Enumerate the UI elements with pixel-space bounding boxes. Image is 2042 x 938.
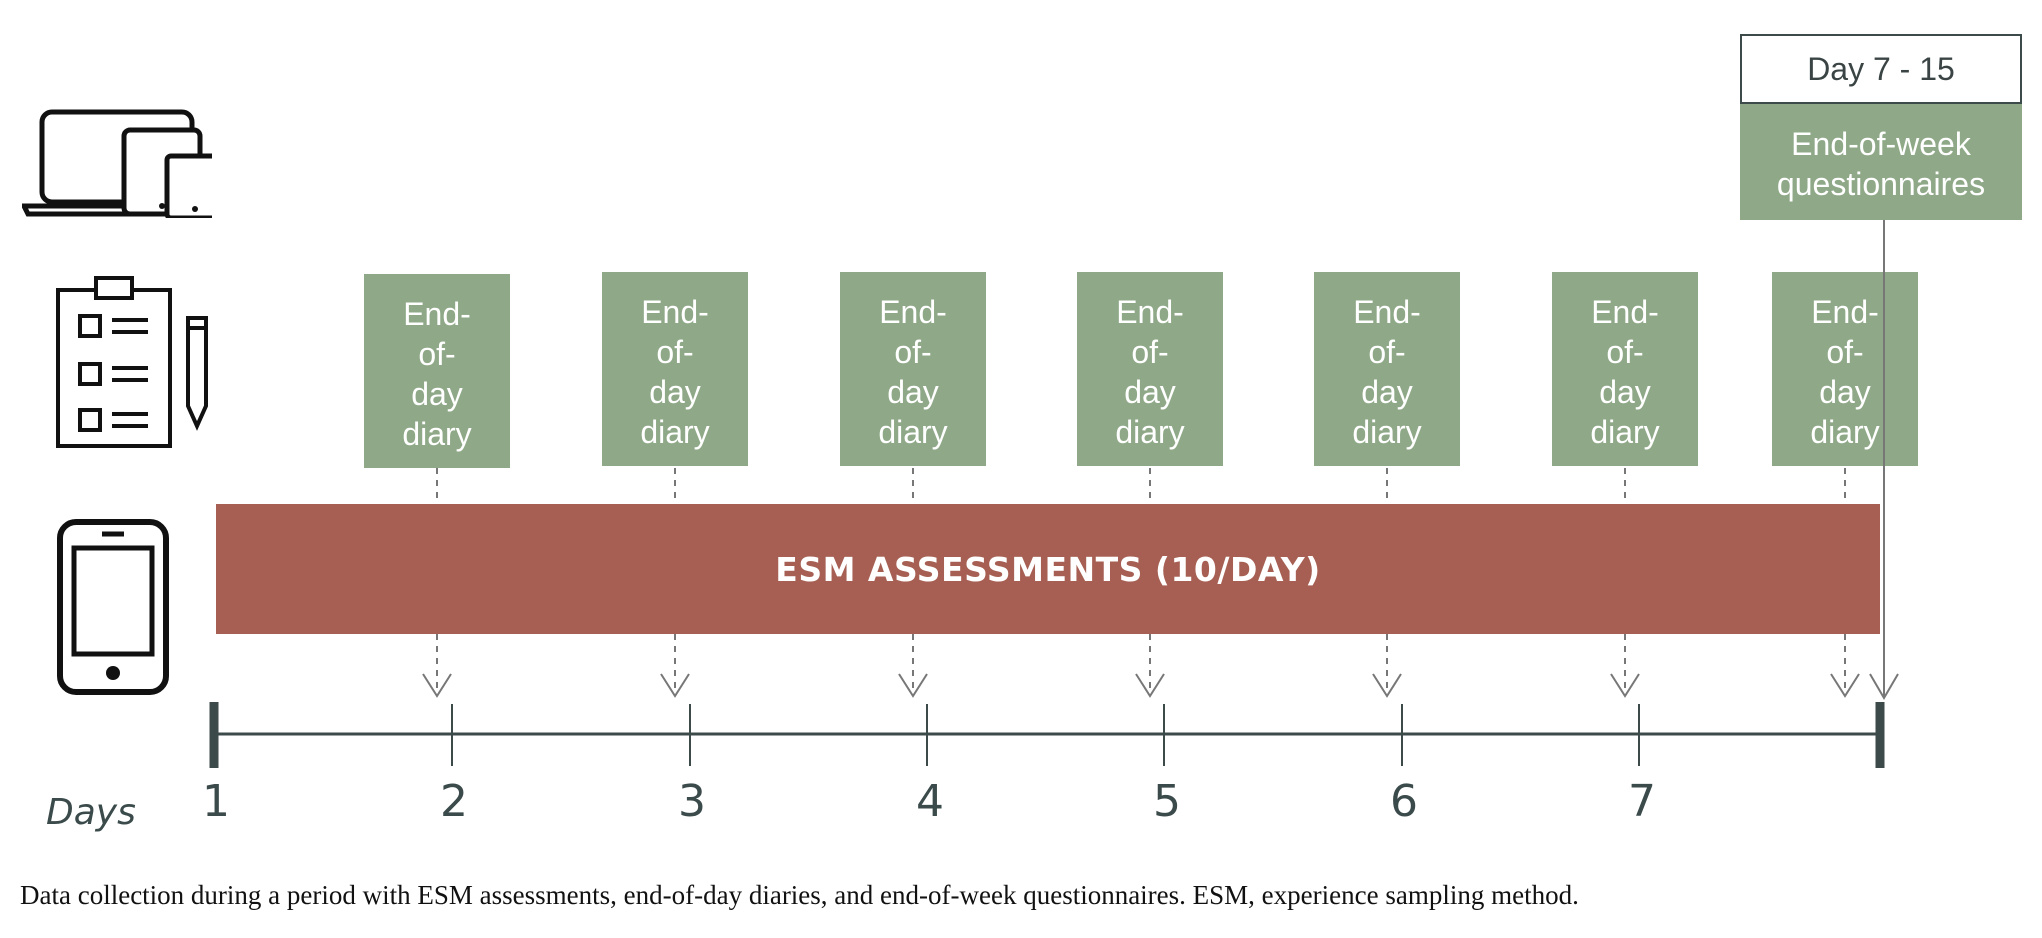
diary-box-3: End- of- day diary xyxy=(840,272,986,466)
diary-box-5: End- of- day diary xyxy=(1314,272,1460,466)
diary-text: diary xyxy=(878,414,948,450)
diary-text: of- xyxy=(1368,334,1406,370)
days-axis-label: Days xyxy=(46,792,136,833)
day-label-5: 5 xyxy=(1153,776,1181,827)
diary-arrowheads xyxy=(422,673,1860,698)
diary-box-6: End- of- day diary xyxy=(1552,272,1698,466)
diary-box-4: End- of- day diary xyxy=(1077,272,1223,466)
diary-text: End- xyxy=(879,294,947,330)
diary-text: diary xyxy=(402,416,472,452)
diary-box-7: End- of- day diary xyxy=(1772,272,1918,466)
diary-text: day xyxy=(1361,374,1413,410)
diary-text: diary xyxy=(1352,414,1422,450)
diary-text: of- xyxy=(1131,334,1169,370)
clipboard-checklist-icon xyxy=(54,276,214,452)
diary-box-1: End- of- day diary xyxy=(364,274,510,468)
diary-text: day xyxy=(1819,374,1871,410)
diary-text: day xyxy=(887,374,939,410)
diary-text: diary xyxy=(1115,414,1185,450)
diary-text: End- xyxy=(1591,294,1659,330)
diary-text: End- xyxy=(1353,294,1421,330)
diary-text: of- xyxy=(1826,334,1864,370)
diary-text: diary xyxy=(640,414,710,450)
day-label-1: 1 xyxy=(202,776,230,827)
day-label-4: 4 xyxy=(916,776,944,827)
diary-text: day xyxy=(1599,374,1651,410)
diary-text: of- xyxy=(1606,334,1644,370)
diary-text: End- xyxy=(403,296,471,332)
diary-text: of- xyxy=(656,334,694,370)
diary-text: diary xyxy=(1590,414,1660,450)
end-of-week-line-2: questionnaires xyxy=(1776,166,1986,202)
day-label-2: 2 xyxy=(440,776,468,827)
diary-text: End- xyxy=(1116,294,1184,330)
day-label-6: 6 xyxy=(1390,776,1418,827)
devices-icon xyxy=(22,108,212,218)
diary-text: End- xyxy=(1811,294,1879,330)
diary-text: of- xyxy=(418,336,456,372)
esm-assessments-bar: ESM ASSESSMENTS (10/DAY) xyxy=(216,504,1880,634)
end-of-week-line-1: End-of-week xyxy=(1791,126,1971,162)
day-label-7: 7 xyxy=(1628,776,1656,827)
diary-text: day xyxy=(1124,374,1176,410)
diary-text: of- xyxy=(894,334,932,370)
diary-box-2: End- of- day diary xyxy=(602,272,748,466)
diary-text: End- xyxy=(641,294,709,330)
day-label-3: 3 xyxy=(678,776,706,827)
diary-text: diary xyxy=(1810,414,1880,450)
day-timeline xyxy=(209,702,1885,768)
smartphone-icon xyxy=(56,518,172,696)
figure-caption: Data collection during a period with ESM… xyxy=(20,880,1579,910)
diary-text: day xyxy=(649,374,701,410)
end-of-week-questionnaires-box: End-of-week questionnaires xyxy=(1740,104,2022,220)
diary-text: day xyxy=(411,376,463,412)
end-of-week-header: Day 7 - 15 xyxy=(1740,34,2022,104)
